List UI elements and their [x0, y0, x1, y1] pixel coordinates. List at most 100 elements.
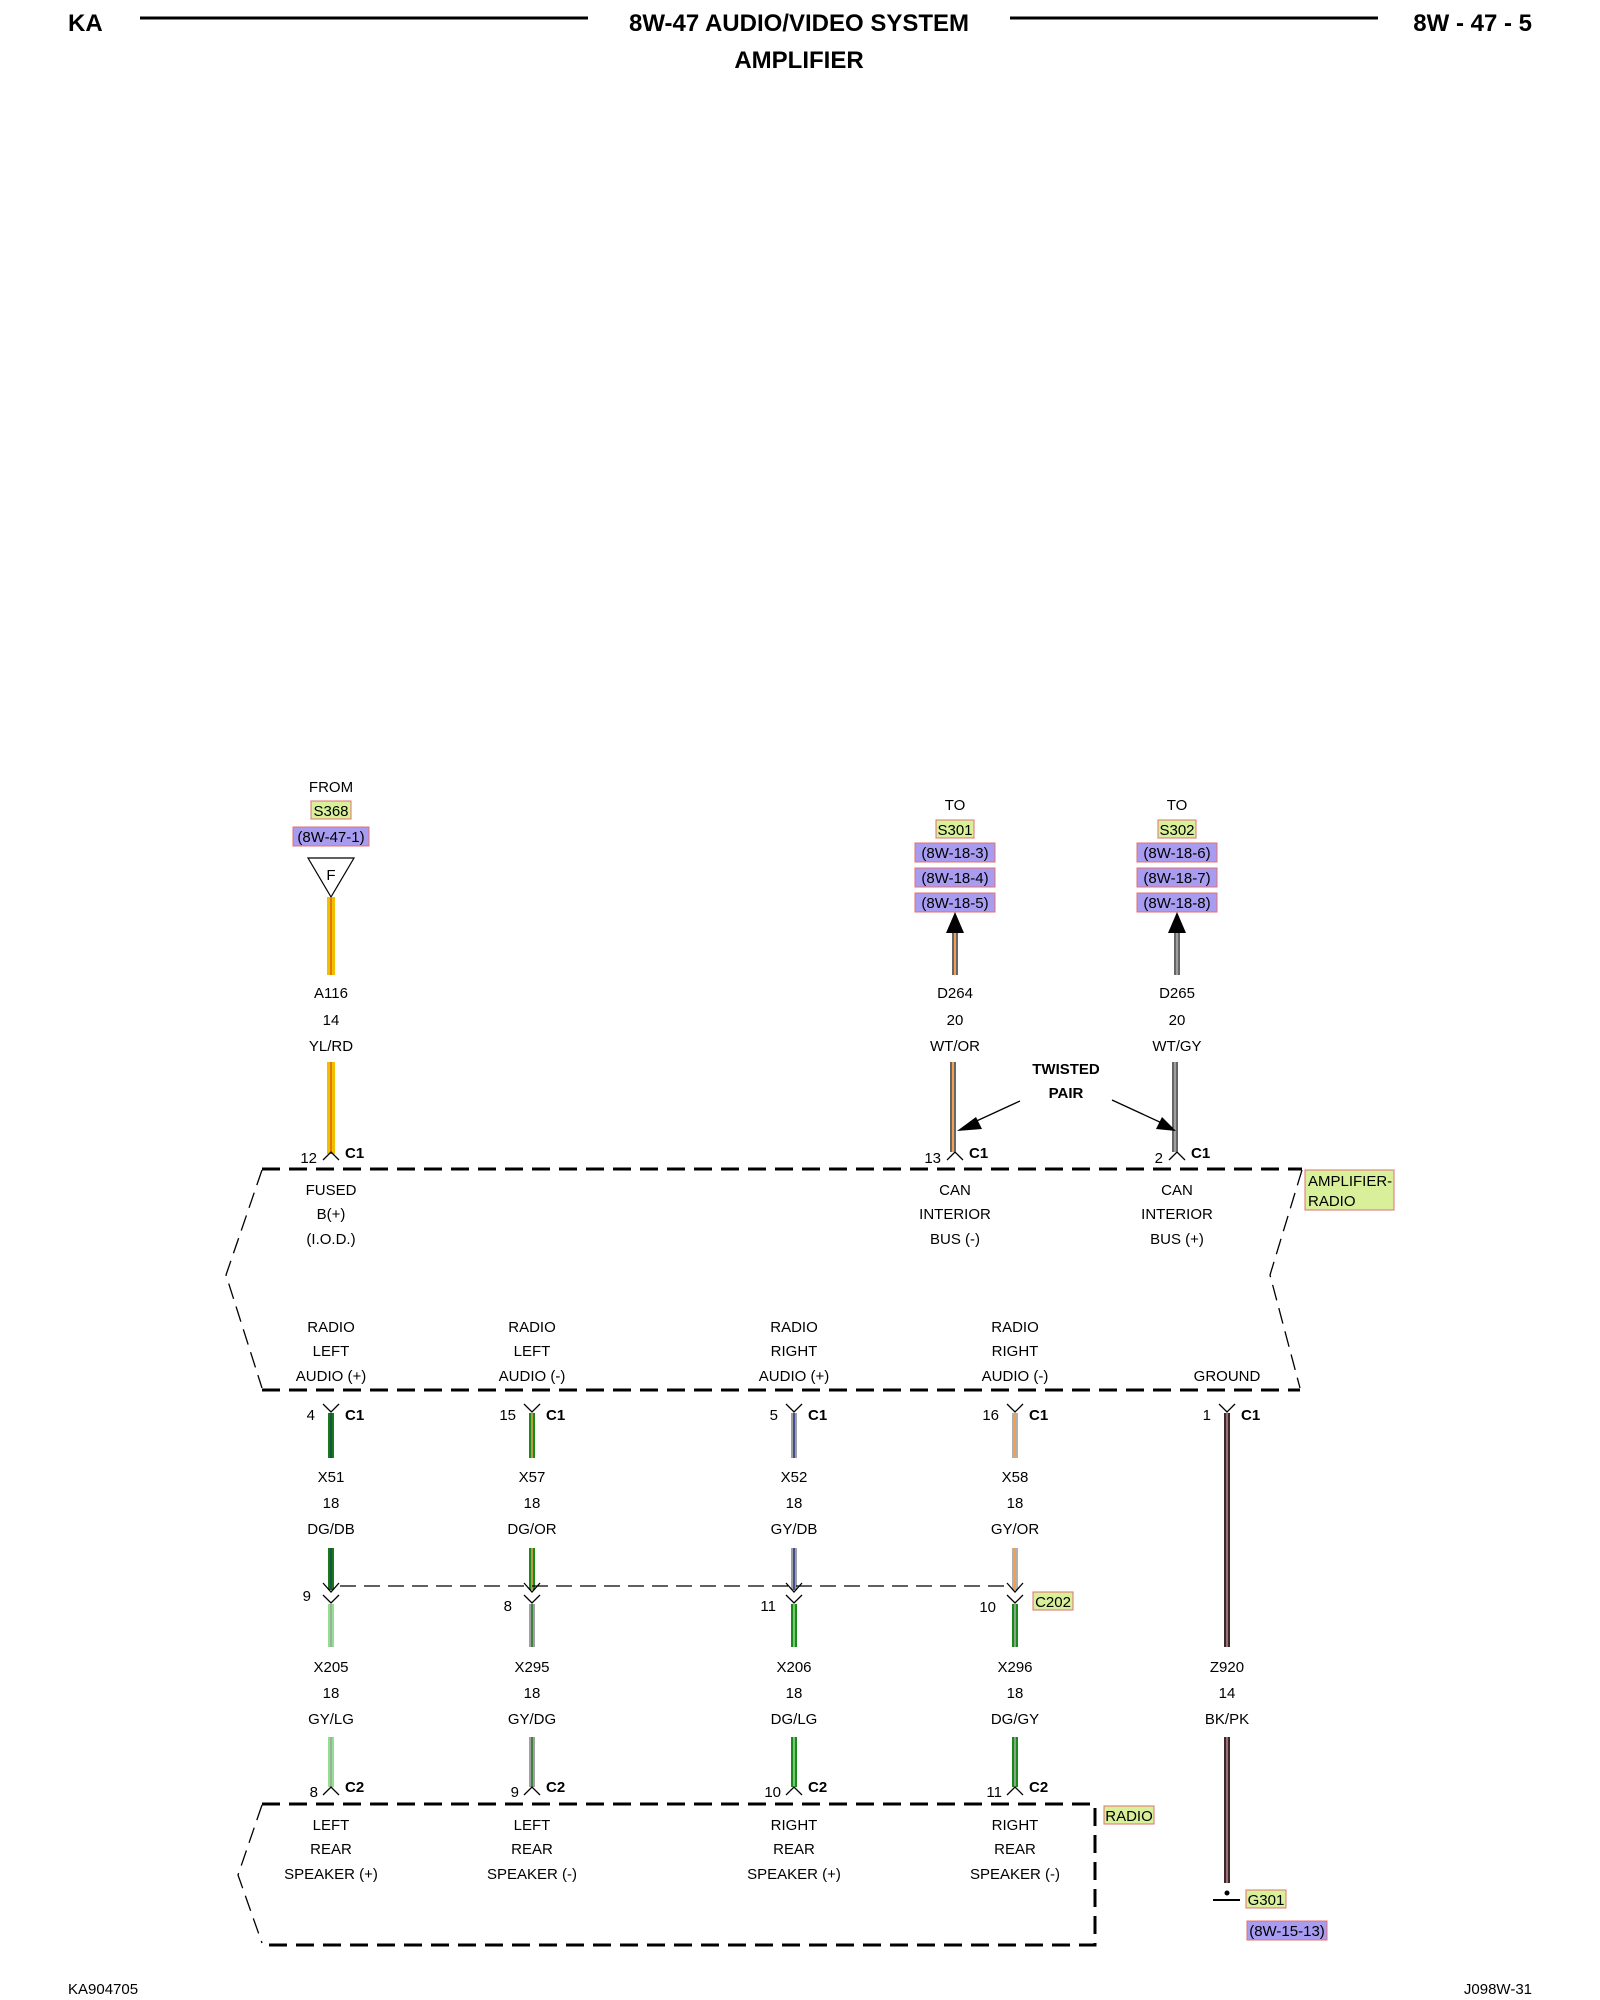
svg-text:B(+): B(+)	[317, 1206, 346, 1223]
svg-text:TO: TO	[1167, 797, 1188, 814]
svg-text:SPEAKER (-): SPEAKER (-)	[487, 1866, 577, 1883]
wire-x51[interactable]	[328, 1413, 334, 1590]
tag-s368-box	[310, 800, 352, 820]
connector-pin-icon	[1006, 1403, 1024, 1413]
ref-8w-15-13[interactable]: (8W-15-13)	[1249, 1923, 1325, 1940]
fuse-label: F	[326, 867, 335, 884]
ref-8w-18-8[interactable]: (8W-18-8)	[1143, 895, 1210, 912]
wire-x296[interactable]	[1012, 1604, 1018, 1787]
wire-x206[interactable]	[791, 1604, 797, 1787]
svg-text:TO: TO	[945, 797, 966, 814]
radio-outline	[262, 1802, 1097, 1947]
circuit-d265: D265	[1159, 985, 1195, 1002]
footer-left: KA904705	[68, 1981, 138, 1998]
wire-a116[interactable]	[327, 897, 335, 1154]
svg-text:AUDIO (-): AUDIO (-)	[982, 1368, 1049, 1385]
ground-symbol-icon	[1213, 1890, 1240, 1901]
ref-8w-18-3[interactable]: (8W-18-3)	[921, 845, 988, 862]
svg-text:SPEAKER (+): SPEAKER (+)	[284, 1866, 378, 1883]
pin-8: 8	[310, 1784, 318, 1801]
wire-z920[interactable]	[1224, 1413, 1230, 1883]
pin-11: 11	[986, 1784, 1002, 1801]
svg-text:Z920: Z920	[1210, 1659, 1244, 1676]
color-d264: WT/OR	[930, 1038, 980, 1055]
svg-text:C1: C1	[1029, 1407, 1048, 1424]
tag-s301[interactable]: S301	[937, 822, 972, 839]
amplifier-radio-tag[interactable]: AMPLIFIER-	[1308, 1173, 1392, 1190]
c202-pin-8: 8	[504, 1598, 512, 1615]
svg-text:FUSED: FUSED	[306, 1182, 357, 1199]
svg-text:SPEAKER (+): SPEAKER (+)	[747, 1866, 841, 1883]
wire-d265[interactable]	[1172, 933, 1180, 1152]
tag-s302[interactable]: S302	[1159, 822, 1194, 839]
page-subtitle: AMPLIFIER	[734, 47, 863, 74]
amplifier-radio-tag-2[interactable]: RADIO	[1308, 1193, 1356, 1210]
arrow-up-icon	[1168, 912, 1186, 933]
tag-g301[interactable]: G301	[1248, 1892, 1285, 1909]
svg-text:18: 18	[1007, 1685, 1024, 1702]
ref-8w-18-7[interactable]: (8W-18-7)	[1143, 870, 1210, 887]
circuit-d264: D264	[937, 985, 973, 1002]
svg-text:18: 18	[1007, 1495, 1024, 1512]
svg-text:C1: C1	[546, 1407, 565, 1424]
twisted-pair-leader	[1111, 1099, 1165, 1125]
ref-8w-18-5[interactable]: (8W-18-5)	[921, 895, 988, 912]
wire-x52[interactable]	[791, 1413, 797, 1590]
source-s302: TO S302 (8W-18-6) (8W-18-7) (8W-18-8)	[1136, 797, 1218, 933]
svg-text:GY/DB: GY/DB	[771, 1521, 818, 1538]
wire-d264[interactable]	[950, 933, 958, 1152]
svg-text:SPEAKER (-): SPEAKER (-)	[970, 1866, 1060, 1883]
svg-text:X295: X295	[514, 1659, 549, 1676]
svg-text:RADIO: RADIO	[770, 1319, 818, 1336]
radio-tag[interactable]: RADIO	[1105, 1808, 1153, 1825]
svg-text:18: 18	[786, 1685, 803, 1702]
twisted-pair-label-2: PAIR	[1049, 1085, 1084, 1102]
pin-1: 1	[1203, 1407, 1211, 1424]
svg-text:BUS (+): BUS (+)	[1150, 1231, 1204, 1248]
ref-8w-47-1[interactable]: (8W-47-1)	[297, 829, 364, 846]
connector-pin-icon	[1168, 1151, 1186, 1161]
svg-text:(I.O.D.): (I.O.D.)	[306, 1231, 355, 1248]
tag-s368[interactable]: S368	[313, 803, 348, 820]
ref-8w-18-6[interactable]: (8W-18-6)	[1143, 845, 1210, 862]
svg-text:CAN: CAN	[939, 1182, 971, 1199]
svg-text:DG/OR: DG/OR	[507, 1521, 556, 1538]
wire-x205[interactable]	[328, 1604, 334, 1787]
svg-text:AUDIO (+): AUDIO (+)	[759, 1368, 829, 1385]
svg-text:REAR: REAR	[773, 1841, 815, 1858]
connector-pin-icon	[523, 1786, 541, 1796]
svg-text:REAR: REAR	[511, 1841, 553, 1858]
arrow-icon	[957, 1117, 982, 1131]
pin-10: 10	[764, 1784, 781, 1801]
svg-text:REAR: REAR	[994, 1841, 1036, 1858]
svg-text:RADIO: RADIO	[991, 1319, 1039, 1336]
twisted-pair-leader	[969, 1100, 1021, 1125]
svg-text:RADIO: RADIO	[508, 1319, 556, 1336]
radio-outline-side	[237, 1804, 263, 1944]
wire-x57[interactable]	[529, 1413, 535, 1590]
gauge-d264: 20	[947, 1012, 964, 1029]
header-left: KA	[68, 10, 103, 37]
svg-text:AUDIO (+): AUDIO (+)	[296, 1368, 366, 1385]
wire-x58[interactable]	[1012, 1413, 1018, 1590]
c202-pin-9: 9	[303, 1588, 311, 1605]
ref-8w-18-4[interactable]: (8W-18-4)	[921, 870, 988, 887]
svg-text:CAN: CAN	[1161, 1182, 1193, 1199]
twisted-pair-label-1: TWISTED	[1032, 1061, 1100, 1078]
svg-text:X296: X296	[997, 1659, 1032, 1676]
amplifier-outline-sides	[225, 1169, 1303, 1389]
svg-text:14: 14	[1219, 1685, 1236, 1702]
color-a116: YL/RD	[309, 1038, 353, 1055]
svg-text:C1: C1	[345, 1407, 364, 1424]
svg-text:C2: C2	[808, 1779, 827, 1796]
page-number: 8W - 47 - 5	[1413, 10, 1532, 37]
tag-c202[interactable]: C202	[1035, 1594, 1071, 1611]
svg-text:RIGHT: RIGHT	[992, 1817, 1039, 1834]
svg-text:FROM: FROM	[309, 779, 353, 796]
c202-pins	[322, 1582, 1024, 1604]
wire-x295[interactable]	[529, 1604, 535, 1787]
svg-text:INTERIOR: INTERIOR	[1141, 1206, 1213, 1223]
svg-text:X57: X57	[519, 1469, 546, 1486]
connector-pin-icon	[785, 1403, 803, 1413]
svg-text:18: 18	[323, 1685, 340, 1702]
